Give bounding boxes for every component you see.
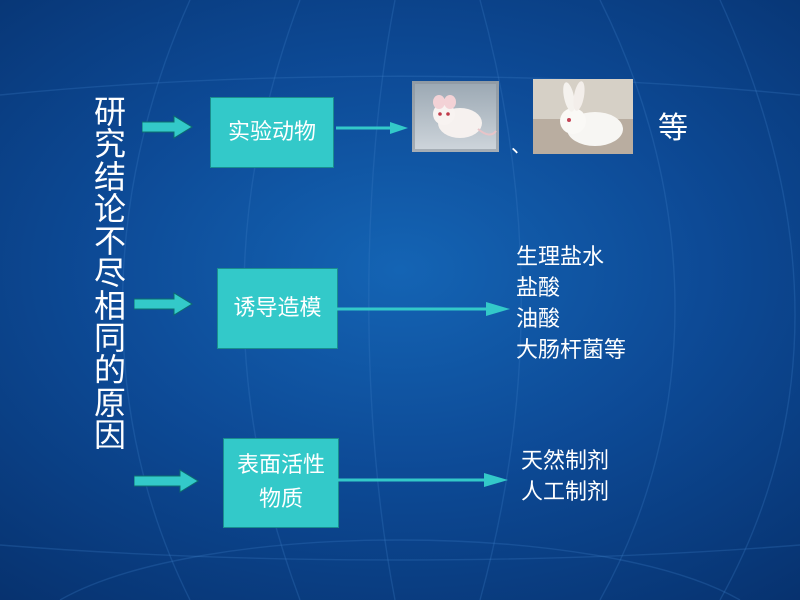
list-item: 盐酸 — [516, 276, 561, 301]
vertical-title: 研究结论不尽相同的原因 — [93, 93, 126, 454]
separator-comma: 、 — [511, 133, 531, 157]
arrow-to-animals — [142, 115, 193, 139]
etc-text: 等 — [658, 111, 688, 146]
box-experimental-animals: 实验动物 — [210, 97, 334, 168]
list-item: 生理盐水 — [516, 245, 605, 270]
list-item: 人工制剂 — [521, 480, 610, 505]
induction-list: 生理盐水 盐酸 油酸 大肠杆菌等 — [516, 242, 626, 366]
surfactant-list: 天然制剂 人工制剂 — [521, 446, 609, 508]
rabbit-photo — [533, 79, 633, 154]
line-arrow-surfactant — [338, 473, 508, 487]
box-label: 实验动物 — [227, 119, 316, 145]
list-item: 天然制剂 — [521, 449, 610, 474]
box-label-line: 表面活性 — [236, 453, 325, 478]
mouse-photo — [412, 81, 499, 152]
line-arrow-animals — [336, 122, 408, 134]
list-item: 油酸 — [516, 307, 561, 332]
box-label: 诱导造模 — [233, 295, 322, 321]
box-surfactant: 表面活性 物质 — [223, 438, 339, 528]
arrow-to-surfactant — [134, 469, 199, 493]
box-model-induction: 诱导造模 — [217, 268, 338, 349]
box-label-line: 物质 — [258, 487, 303, 512]
list-item: 大肠杆菌等 — [516, 338, 627, 363]
arrow-to-induction — [134, 292, 193, 316]
line-arrow-induction — [336, 302, 510, 316]
